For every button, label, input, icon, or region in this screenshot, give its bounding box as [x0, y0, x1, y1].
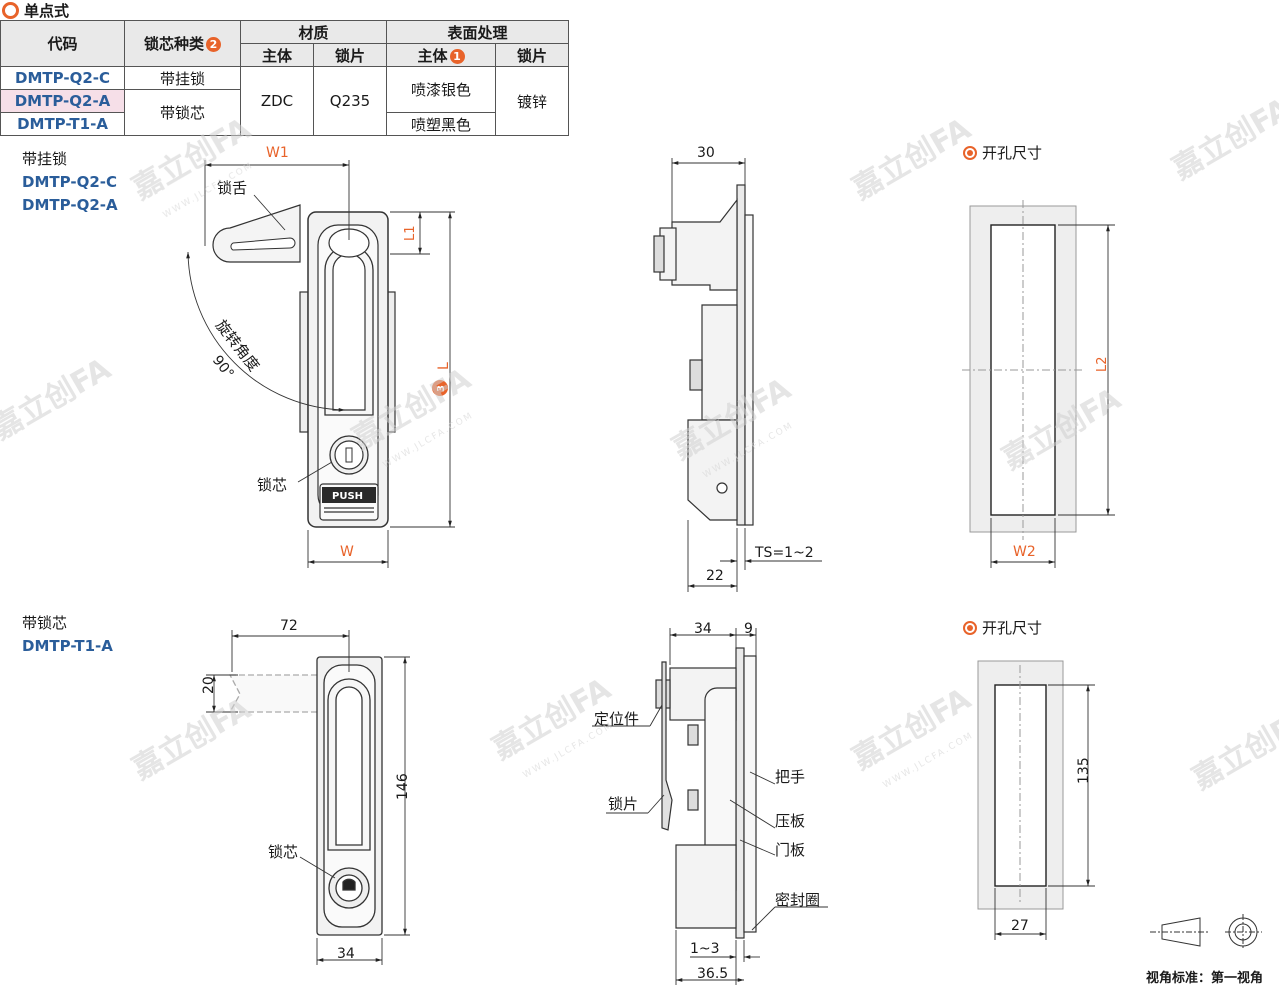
- dim-9: 9: [744, 621, 753, 637]
- ring-bullet-icon: [2, 2, 19, 19]
- dim-30: 30: [697, 145, 715, 161]
- watermark-text: 嘉立创FA: [0, 351, 117, 447]
- note-badge-3: [432, 380, 448, 396]
- dim-l2: L2: [1095, 356, 1110, 372]
- top-side-view: [653, 184, 754, 526]
- target-bullet-icon: [963, 146, 977, 160]
- material-plate-cell: Q235: [313, 66, 387, 136]
- dim-135: 135: [1076, 757, 1092, 784]
- door-plate-side: [736, 184, 746, 526]
- push-text: PUSH: [332, 491, 363, 502]
- press-plate-label: 压板: [775, 812, 805, 830]
- surface-body-cell-1: 喷漆银色: [386, 66, 496, 113]
- top-group-code: DMTP-Q2-C: [22, 173, 117, 191]
- surface-body-cell-2: 喷塑黑色: [386, 112, 496, 136]
- target-bullet-icon: [963, 621, 977, 635]
- dim-36-5: 36.5: [697, 966, 728, 982]
- table-row-code: DMTP-Q2-C: [0, 66, 125, 90]
- header-material: 材质: [240, 20, 387, 44]
- dim-146: 146: [395, 773, 411, 800]
- note-badge-1: 1: [449, 48, 465, 64]
- dim-34-front: 34: [337, 946, 355, 962]
- cutout-title-bottom: 开孔尺寸: [963, 617, 1042, 638]
- cutout-title-top: 开孔尺寸: [963, 142, 1042, 163]
- watermark-text: 嘉立创FA: [847, 111, 978, 207]
- core-label: 锁芯: [257, 476, 287, 494]
- dim-w: W: [340, 544, 354, 560]
- rotation-angle: 90°: [209, 353, 237, 382]
- positioner-label: 定位件: [594, 710, 639, 728]
- header-code: 代码: [0, 20, 125, 67]
- dim-1-3: 1~3: [690, 941, 720, 957]
- bottom-front-view: [228, 656, 383, 936]
- dim-l: L: [436, 362, 452, 370]
- bottom-side-view: [655, 647, 757, 939]
- header-surface-plate: 锁片: [495, 43, 569, 67]
- dim-l1: L1: [403, 225, 418, 241]
- watermark-text: 嘉立创FA: [127, 691, 258, 787]
- seal-label: 密封圈: [775, 891, 820, 909]
- dim-22: 22: [706, 568, 724, 584]
- bottom-group-title: 带锁芯: [22, 614, 68, 632]
- top-group-title: 带挂锁: [22, 150, 68, 168]
- dim-ts: TS=1~2: [754, 545, 814, 561]
- plate-label: 锁片: [608, 795, 638, 813]
- surface-plate-cell: 镀锌: [495, 66, 569, 136]
- header-material-plate: 锁片: [313, 43, 387, 67]
- watermark-text: 嘉立创FA: [1167, 91, 1279, 187]
- table-row-code: DMTP-T1-A: [0, 112, 125, 136]
- handle-label: 把手: [775, 768, 805, 786]
- dim-72: 72: [280, 618, 298, 634]
- door-plate-label: 门板: [775, 841, 805, 859]
- note-badge-2: 2: [206, 37, 221, 52]
- bottom-cutout: [977, 660, 1064, 910]
- view-standard: 视角标准：第一视角: [1146, 970, 1263, 986]
- tongue-label: 锁舌: [217, 179, 247, 197]
- table-row-core: 带锁芯: [124, 89, 241, 136]
- section-title: 单点式: [2, 0, 69, 21]
- bottom-group-code: DMTP-T1-A: [22, 637, 113, 655]
- watermark-text: 嘉立创FA: [847, 681, 978, 777]
- header-surface: 表面处理: [386, 20, 569, 44]
- dim-34-side: 34: [694, 621, 712, 637]
- core-label-2: 锁芯: [268, 843, 298, 861]
- dim-20: 20: [201, 676, 217, 694]
- dim-w2: W2: [1013, 544, 1036, 560]
- first-angle-projection-icon: [1150, 914, 1262, 950]
- top-group-code: DMTP-Q2-A: [22, 196, 118, 214]
- watermark-text: 嘉立创FA: [1187, 701, 1279, 797]
- dim-27: 27: [1011, 918, 1029, 934]
- tongue-shape: [212, 204, 301, 263]
- badge-3-text: 3: [436, 385, 447, 392]
- dim-w1: W1: [266, 145, 289, 161]
- top-cutout: [962, 200, 1084, 540]
